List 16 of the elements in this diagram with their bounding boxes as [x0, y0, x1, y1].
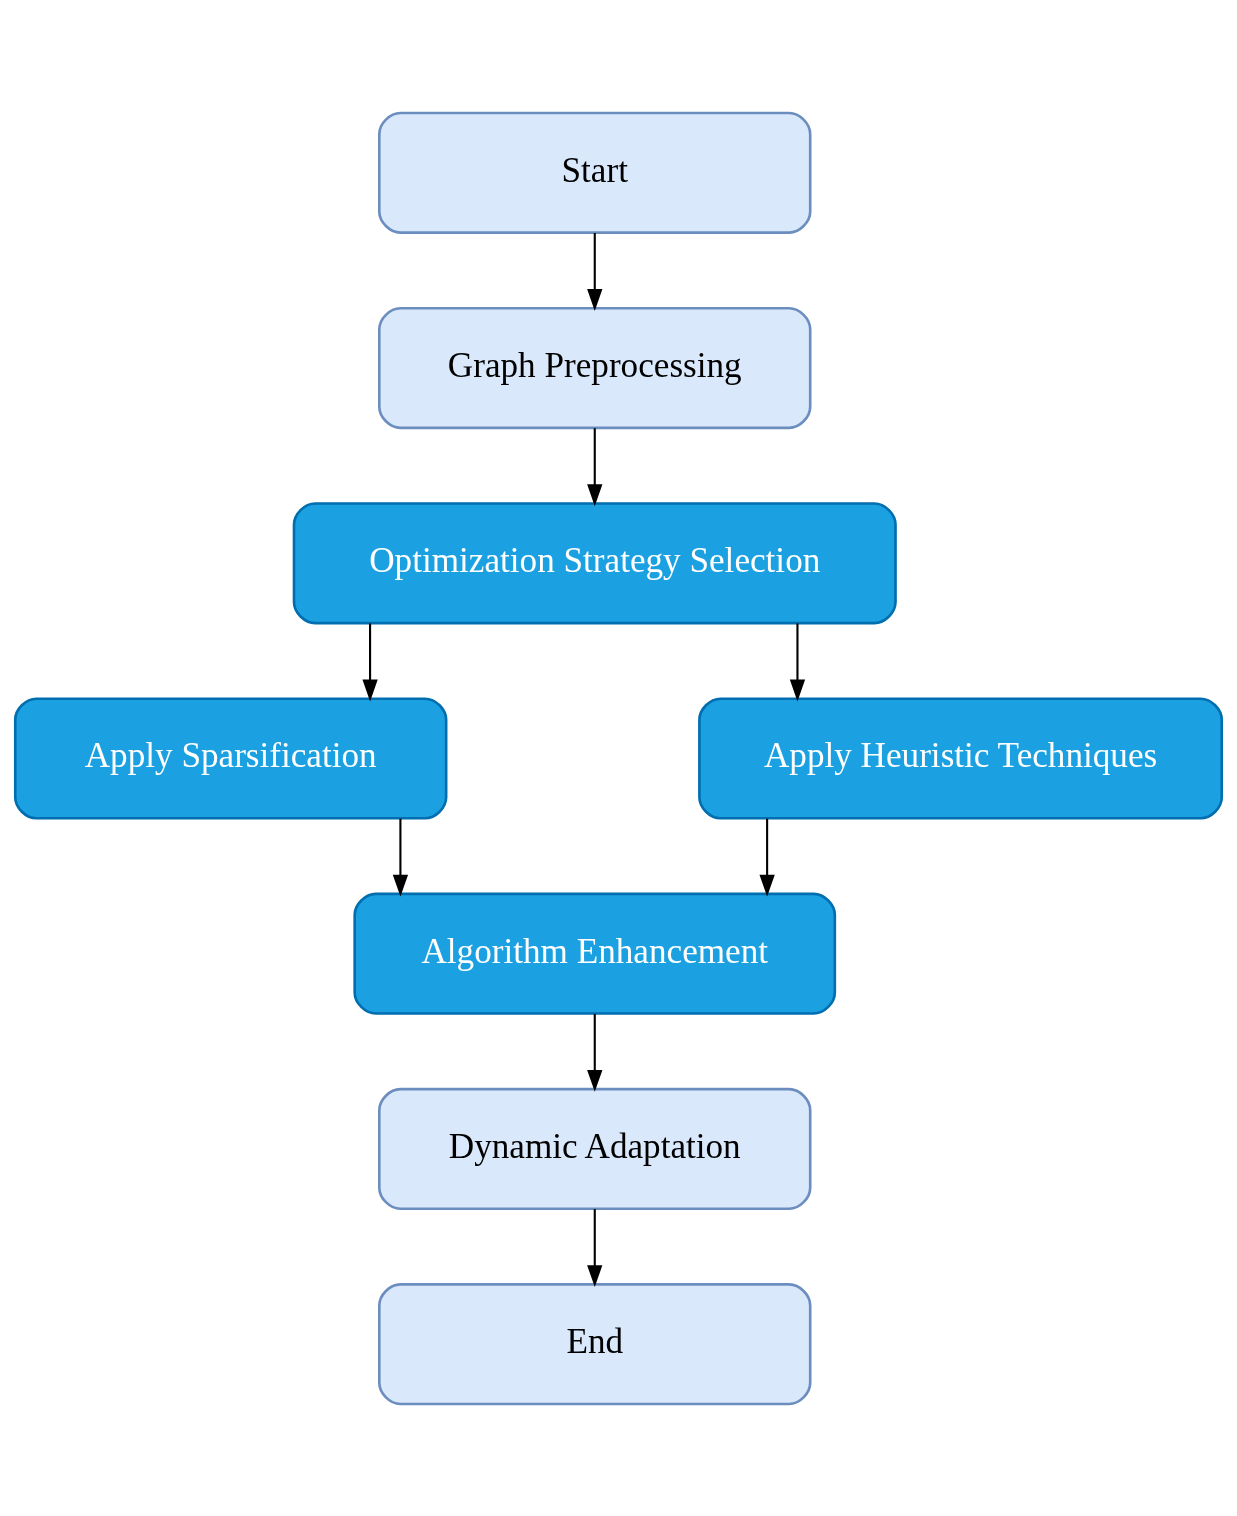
- node-box: Algorithm Enhancement: [353, 892, 837, 1015]
- arrow: [759, 818, 775, 897]
- arrow: [587, 232, 603, 311]
- arrow: [587, 1013, 603, 1092]
- node-box: Graph Preprocessing: [378, 306, 812, 429]
- node-box: Dynamic Adaptation: [378, 1087, 812, 1210]
- node-box: End: [378, 1282, 812, 1405]
- arrow: [587, 1208, 603, 1287]
- node-box: Apply Heuristic Techniques: [698, 696, 1224, 820]
- node-box: Optimization Strategy Selection: [292, 501, 897, 624]
- arrow: [789, 622, 806, 701]
- arrow: [587, 427, 603, 506]
- arrow: [362, 622, 378, 701]
- node-box: Apply Sparsification: [13, 696, 448, 820]
- arrow: [392, 818, 409, 897]
- node-box: Start: [378, 111, 812, 234]
